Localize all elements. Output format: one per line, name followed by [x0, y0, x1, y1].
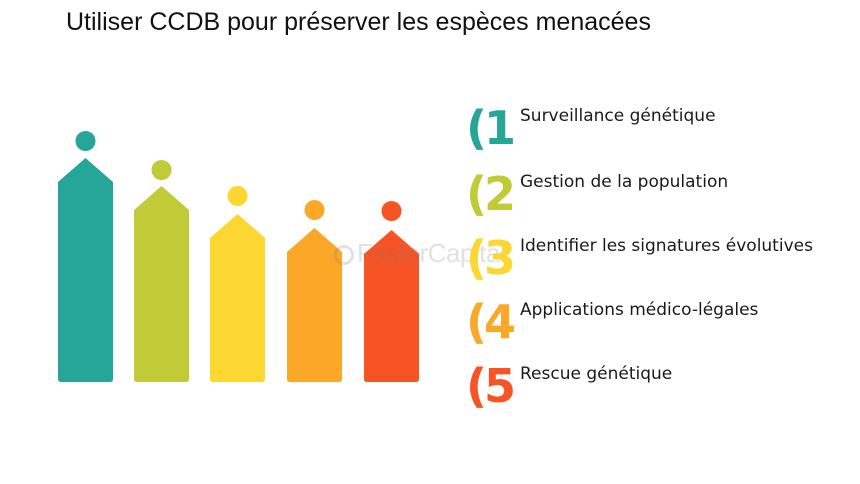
watermark: FasterCapital [334, 238, 506, 269]
legend-number: 3 [484, 231, 517, 285]
legend-number: 4 [484, 295, 517, 349]
pillar-4 [287, 228, 342, 382]
pillar-1 [58, 158, 113, 382]
page-title: Utiliser CCDB pour préserver les espèces… [66, 8, 651, 36]
pillar-2 [134, 186, 189, 382]
pillar-dot-3 [227, 186, 248, 206]
pillar-dot-4 [304, 200, 325, 220]
gear-icon [334, 245, 354, 266]
legend-label: Gestion de la population [520, 172, 729, 192]
pillar-dot-1 [75, 131, 96, 151]
legend-bracket: ( [466, 295, 488, 349]
legend-label: Rescue génétique [520, 364, 673, 384]
legend-number: 1 [484, 101, 517, 155]
legend-label: Surveillance génétique [520, 106, 716, 126]
legend-number: 5 [484, 359, 517, 413]
legend-bracket: ( [466, 167, 488, 221]
legend-label: Identifier les signatures évolutives [520, 236, 813, 256]
legend-label: Applications médico-légales [520, 300, 759, 320]
legend-number: 2 [484, 167, 517, 221]
pillar-5 [364, 230, 419, 382]
legend-bracket: ( [466, 101, 488, 155]
legend-bracket: ( [466, 231, 488, 285]
pillar-dot-5 [381, 201, 402, 221]
watermark-text: FasterCapital [357, 238, 506, 268]
pillar-dot-2 [151, 160, 172, 180]
legend-bracket: ( [466, 359, 488, 413]
pillar-3 [210, 214, 265, 382]
